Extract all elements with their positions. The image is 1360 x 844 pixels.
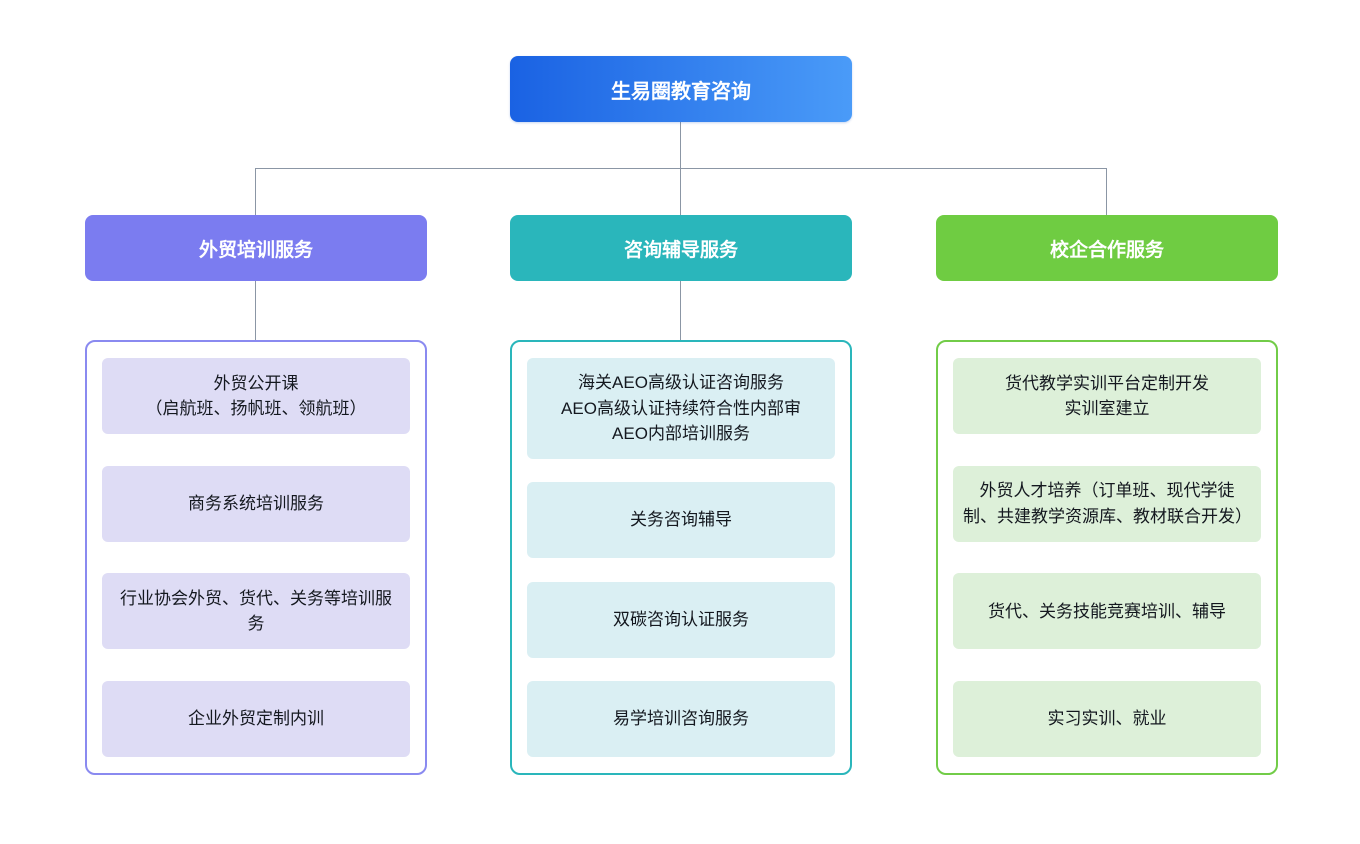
branch-header-foreign-trade-training[interactable]: 外贸培训服务	[85, 215, 427, 281]
connector-horizontal-rail	[255, 168, 1107, 169]
service-item-label: 易学培训咨询服务	[613, 709, 749, 729]
service-item[interactable]: 双碳咨询认证服务	[527, 581, 835, 658]
service-item[interactable]: 外贸公开课 （启航班、扬帆班、领航班）	[102, 358, 410, 434]
service-item[interactable]: 实习实训、就业	[953, 680, 1261, 757]
connector-branch2-top	[680, 168, 681, 215]
branch-header-label: 咨询辅导服务	[623, 239, 738, 261]
branch-header-label: 外贸培训服务	[198, 239, 313, 261]
service-item-label: 商务系统培训服务	[188, 493, 324, 513]
service-item-label: 货代、关务技能竞赛培训、辅导	[988, 601, 1226, 621]
service-item-label: 行业协会外贸、货代、关务等培训服务	[120, 588, 392, 634]
service-item-label: 关务咨询辅导	[630, 510, 732, 530]
service-item-label: 双碳咨询认证服务	[613, 609, 749, 629]
branch-header-label: 校企合作服务	[1049, 239, 1164, 261]
branch-container-consulting-coaching: 海关AEO高级认证咨询服务 AEO高级认证持续符合性内部审 AEO内部培训服务 …	[510, 340, 852, 775]
service-item[interactable]: 货代教学实训平台定制开发 实训室建立	[953, 358, 1261, 434]
branch-container-school-enterprise: 货代教学实训平台定制开发 实训室建立 外贸人才培养（订单班、现代学徒制、共建教学…	[936, 340, 1278, 775]
service-item[interactable]: 货代、关务技能竞赛培训、辅导	[953, 573, 1261, 650]
connector-branch3-top	[1106, 168, 1107, 215]
root-node[interactable]: 生易圈教育咨询	[510, 56, 852, 122]
connector-root-vertical	[680, 122, 681, 168]
service-item-label: 外贸人才培养（订单班、现代学徒制、共建教学资源库、教材联合开发）	[963, 481, 1252, 526]
service-item[interactable]: 海关AEO高级认证咨询服务 AEO高级认证持续符合性内部审 AEO内部培训服务	[527, 358, 835, 459]
service-item-label: 企业外贸定制内训	[188, 709, 324, 729]
service-item[interactable]: 企业外贸定制内训	[102, 680, 410, 757]
service-item-label: 实习实训、就业	[1047, 709, 1167, 729]
branch-header-consulting-coaching[interactable]: 咨询辅导服务	[510, 215, 852, 281]
service-item[interactable]: 关务咨询辅导	[527, 482, 835, 558]
service-item[interactable]: 易学培训咨询服务	[527, 681, 835, 757]
service-item[interactable]: 外贸人才培养（订单班、现代学徒制、共建教学资源库、教材联合开发）	[953, 465, 1261, 542]
service-item[interactable]: 行业协会外贸、货代、关务等培训服务	[102, 573, 410, 650]
service-item-label: 外贸公开课 （启航班、扬帆班、领航班）	[145, 373, 367, 419]
connector-branch2-container	[680, 281, 681, 340]
service-item-label: 货代教学实训平台定制开发 实训室建立	[1005, 373, 1209, 419]
branch-header-school-enterprise[interactable]: 校企合作服务	[936, 215, 1278, 281]
root-node-label: 生易圈教育咨询	[611, 80, 751, 103]
service-item-label: 海关AEO高级认证咨询服务 AEO高级认证持续符合性内部审 AEO内部培训服务	[561, 373, 801, 443]
connector-branch1-container	[255, 281, 256, 340]
branch-container-foreign-trade-training: 外贸公开课 （启航班、扬帆班、领航班） 商务系统培训服务 行业协会外贸、货代、关…	[85, 340, 427, 775]
service-item[interactable]: 商务系统培训服务	[102, 465, 410, 542]
connector-branch1-top	[255, 168, 256, 215]
